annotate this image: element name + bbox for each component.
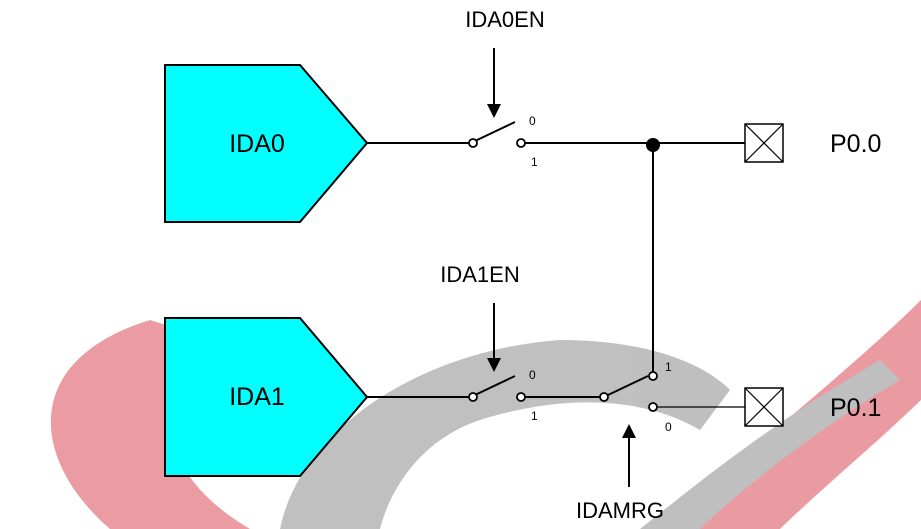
ida1en-arrowhead <box>487 358 501 372</box>
ida1-switch-contact <box>516 392 526 402</box>
merge-switch-blade <box>607 375 649 396</box>
sw1-one-label: 1 <box>531 409 538 423</box>
watermark-logo <box>50 300 921 529</box>
ida0en-label: IDA0EN <box>465 7 544 32</box>
ida0-switch-pivot <box>468 138 478 148</box>
mrg-zero-label: 0 <box>665 420 672 434</box>
ida0-block <box>164 64 369 223</box>
mrg-one-label: 1 <box>665 360 672 374</box>
watermark-gray-band <box>640 360 900 529</box>
ida1-label: IDA1 <box>229 383 285 411</box>
ida0-label: IDA0 <box>229 130 285 158</box>
watermark-gray-swoosh <box>280 340 730 529</box>
sw1-zero-label: 0 <box>529 368 536 382</box>
sw0-zero-label: 0 <box>529 114 536 128</box>
idamrg-arrowhead <box>622 424 636 438</box>
merge-switch-pivot <box>599 392 609 402</box>
ida1-switch-blade <box>474 375 516 396</box>
ida1-switch-pivot <box>468 392 478 402</box>
p01-label: P0.1 <box>830 394 881 422</box>
ida0-switch-blade <box>474 121 516 142</box>
ida1-block <box>164 317 369 477</box>
p00-label: P0.0 <box>830 130 881 158</box>
ida1en-label: IDA1EN <box>440 262 519 287</box>
sw0-one-label: 1 <box>531 155 538 169</box>
merge-switch-contact-1 <box>648 371 658 381</box>
p00-pin-cross-b <box>744 123 784 163</box>
p01-pin-cross-b <box>744 387 784 427</box>
ida0-switch-contact <box>516 138 526 148</box>
merge-switch-contact-0 <box>648 402 658 412</box>
watermark-red-swoosh <box>50 320 250 529</box>
ida0en-arrowhead <box>487 104 501 118</box>
idamrg-label: IDAMRG <box>576 498 664 523</box>
